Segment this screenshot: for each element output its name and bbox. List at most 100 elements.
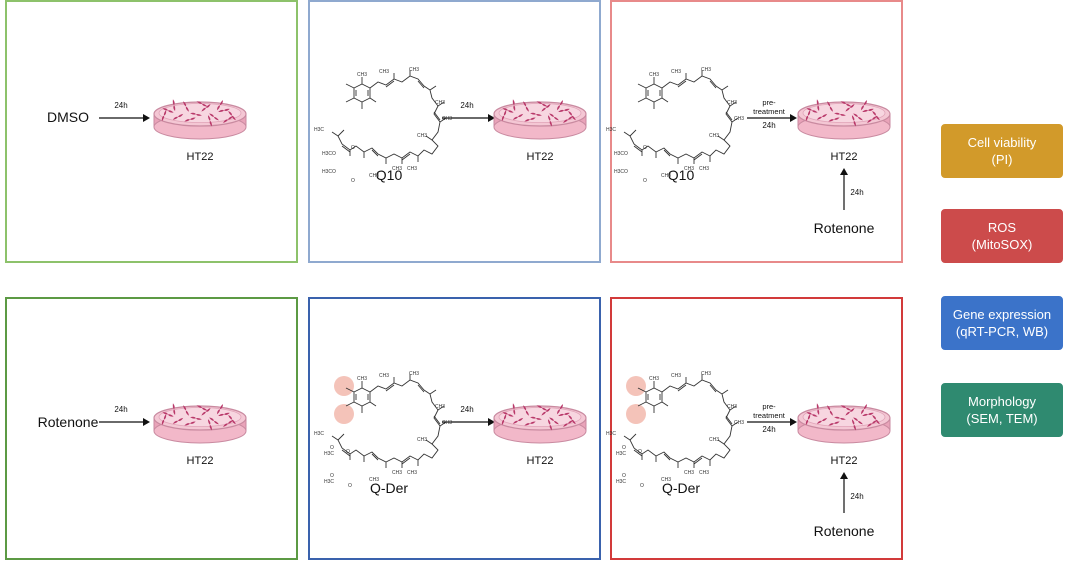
cell-shape — [834, 112, 846, 116]
cell-shape — [563, 116, 573, 123]
cell-shape — [557, 404, 563, 415]
cell-shape — [805, 413, 811, 426]
atom-label: CH3 — [417, 133, 428, 139]
panel-q10-rotenone: pre-treatment 24h Q10 HT22 24h Rotenone … — [606, 0, 903, 263]
atom-label: CH3 — [379, 69, 390, 75]
arrow-rotenone-up — [840, 168, 848, 210]
atom-label: CH3 — [701, 67, 712, 73]
q10-molecule-icon — [623, 70, 739, 164]
cell-shape — [172, 403, 176, 416]
assay-method: (MitoSOX) — [971, 237, 1033, 252]
atom-label: CH3 — [727, 404, 738, 410]
petri-dish-icon — [493, 403, 587, 444]
panel-q10-rotenone-graphics — [623, 70, 891, 210]
cell-shape — [536, 101, 548, 107]
assay-label: ROS — [987, 220, 1017, 235]
cell-shape — [223, 420, 233, 427]
cell-shape — [816, 403, 820, 416]
atom-label: CH3 — [379, 373, 390, 379]
cell-shape — [840, 405, 852, 411]
atom-label: H3C — [314, 127, 325, 133]
cell-shape — [183, 405, 189, 416]
cell-shape — [218, 412, 230, 416]
petri-dish-icon — [153, 403, 247, 444]
assay-cell-viability: Cell viability (PI) — [941, 124, 1063, 178]
cell-shape — [558, 108, 570, 112]
cell-shape — [816, 417, 828, 424]
cell-shape — [530, 416, 542, 420]
cell-shape — [867, 420, 877, 427]
rotenone-time-label: 24h — [850, 188, 864, 197]
cell-line-label: HT22 — [186, 455, 214, 467]
atom-label: CH3 — [435, 404, 446, 410]
atom-label: O — [351, 178, 355, 184]
cell-shape — [862, 108, 874, 112]
compound-label: Q10 — [375, 167, 403, 183]
atom-label: O — [330, 473, 334, 479]
cell-shape — [547, 115, 553, 127]
rotenone-label: Rotenone — [37, 414, 99, 430]
arrow-dmso — [99, 114, 150, 122]
cell-shape — [828, 117, 840, 122]
assay-label: Morphology — [968, 394, 1036, 409]
cell-shape — [557, 100, 563, 111]
cell-shape — [217, 404, 223, 415]
atom-label: CH3 — [649, 376, 660, 382]
assay-ros: ROS (MitoSOX) — [941, 209, 1063, 263]
atom-label: H3C — [314, 431, 325, 437]
arrow-pretreatment — [747, 418, 797, 426]
cell-shape — [184, 421, 196, 426]
cell-shape — [827, 101, 833, 112]
cell-shape — [207, 419, 213, 431]
atom-label: CH3 — [734, 420, 745, 426]
atom-label: CH3 — [435, 100, 446, 106]
compound-label: Q10 — [667, 167, 695, 183]
panel-rotenone-graphics — [99, 403, 247, 444]
atom-label: O — [330, 445, 334, 451]
cell-shape — [501, 109, 507, 122]
atom-label: CH3 — [407, 470, 418, 476]
cell-shape — [541, 407, 551, 416]
atom-label: O — [348, 483, 352, 489]
cell-line-label: HT22 — [830, 151, 858, 163]
arrow-q10 — [442, 114, 495, 122]
atom-label: CH3 — [409, 371, 420, 377]
atom-label: CH3 — [442, 420, 453, 426]
cell-shape — [162, 108, 174, 113]
arrow-rotenone-up — [840, 472, 848, 513]
atom-label: CH3 — [684, 166, 695, 172]
cell-shape — [861, 404, 867, 415]
atom-label: CH3 — [734, 116, 745, 122]
panel-rotenone: Rotenone 24h HT22 — [5, 297, 298, 560]
atom-label: O — [643, 178, 647, 184]
cell-shape — [861, 100, 867, 111]
cell-shape — [536, 405, 548, 411]
panel-dmso: DMSO 24h HT22 — [5, 0, 298, 263]
cell-shape — [524, 117, 536, 122]
atom-label: H3C — [616, 451, 627, 457]
cell-shape — [563, 420, 573, 427]
cell-shape — [845, 407, 855, 416]
time-label: 24h — [460, 405, 474, 414]
time-label: 24h — [114, 405, 128, 414]
cell-line-label: HT22 — [526, 455, 554, 467]
cell-shape — [806, 412, 818, 417]
cell-line-label: HT22 — [186, 151, 214, 163]
atom-label: CH3 — [409, 67, 420, 73]
compound-label: Q-Der — [369, 480, 409, 496]
cell-shape — [851, 115, 857, 127]
qder-molecule-icon — [331, 374, 447, 468]
panel-q10-graphics — [331, 70, 587, 164]
cell-shape — [867, 116, 877, 123]
cell-shape — [853, 417, 863, 425]
cell-shape — [853, 113, 863, 121]
cell-shape — [184, 117, 196, 122]
cell-shape — [523, 405, 529, 416]
cell-shape — [530, 112, 542, 116]
cell-shape — [845, 103, 855, 112]
atom-label: CH3 — [661, 173, 672, 179]
cell-shape — [568, 415, 576, 425]
atom-label: CH3 — [684, 470, 695, 476]
atom-label: O — [643, 145, 647, 151]
